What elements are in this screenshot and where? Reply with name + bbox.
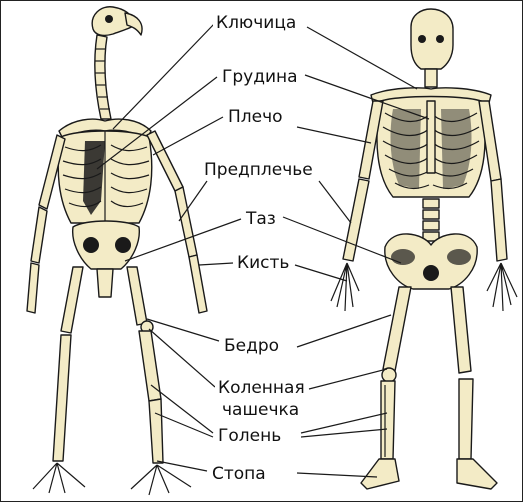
human-right-forearm [491, 179, 507, 261]
human-neck [425, 69, 437, 87]
bird-right-hand [189, 255, 207, 313]
human-right-foot [457, 459, 497, 489]
leader-shin-bird-2 [155, 413, 213, 437]
bird-right-foot [131, 465, 191, 495]
bird-right-tarsus [149, 399, 163, 463]
label-clavicle: Ключица [213, 14, 299, 33]
leader-patella-human [309, 369, 387, 389]
label-patella-line1: Коленная [215, 379, 308, 398]
bird-left-tibia [53, 335, 71, 461]
bird-left-foot [33, 463, 85, 493]
human-right-tibia [459, 379, 473, 459]
human-skeleton [331, 9, 517, 489]
bird-right-femur [127, 267, 147, 325]
human-lumbar-spine [423, 199, 439, 241]
bird-neck [95, 35, 111, 119]
label-hand: Кисть [234, 254, 292, 273]
label-pelvis: Таз [243, 210, 279, 229]
leader-hand-human [295, 265, 347, 281]
label-forearm: Предплечье [201, 161, 316, 180]
leader-foot-human [297, 473, 377, 477]
label-femur: Бедро [221, 337, 282, 356]
label-humerus: Плечо [225, 108, 286, 127]
leader-humerus-human [297, 127, 371, 143]
human-pelvis-center [423, 265, 439, 281]
human-eye-left [418, 35, 426, 43]
bird-pelvis-socket-right [115, 237, 131, 253]
leader-forearm-human [319, 181, 351, 223]
bird-eye-socket [105, 15, 113, 23]
label-patella-line2: чашечка [219, 401, 302, 420]
bird-left-femur [61, 267, 83, 333]
bird-beak [125, 13, 142, 35]
leader-clavicle-human [307, 27, 417, 89]
leader-patella-bird [149, 329, 215, 387]
bird-skeleton [27, 7, 207, 495]
bird-pelvis-socket-left [83, 237, 99, 253]
leader-femur-human [297, 315, 391, 347]
human-skull [411, 9, 453, 69]
bird-tail [97, 269, 113, 297]
human-left-femur [383, 287, 411, 371]
leader-humerus-bird [153, 117, 223, 155]
leader-hand-bird [199, 263, 233, 265]
human-eye-right [436, 35, 444, 43]
human-left-tibia [381, 381, 395, 459]
leader-pelvis-human [283, 217, 401, 263]
human-right-femur [451, 287, 471, 373]
human-pelvis-hole-right [447, 249, 471, 265]
leader-femur-bird [147, 319, 219, 341]
leader-clavicle-bird [113, 23, 215, 129]
human-left-hand [331, 263, 359, 311]
bird-right-forearm [175, 187, 197, 257]
bird-left-hand [27, 263, 39, 313]
label-foot: Стопа [209, 465, 269, 484]
human-sternum [427, 101, 435, 173]
label-sternum: Грудина [219, 68, 301, 87]
human-right-hand [487, 263, 517, 311]
human-pelvis-hole-left [391, 249, 415, 265]
label-shin: Голень [215, 427, 284, 446]
bird-left-forearm [31, 207, 47, 263]
human-left-foot [361, 459, 399, 489]
